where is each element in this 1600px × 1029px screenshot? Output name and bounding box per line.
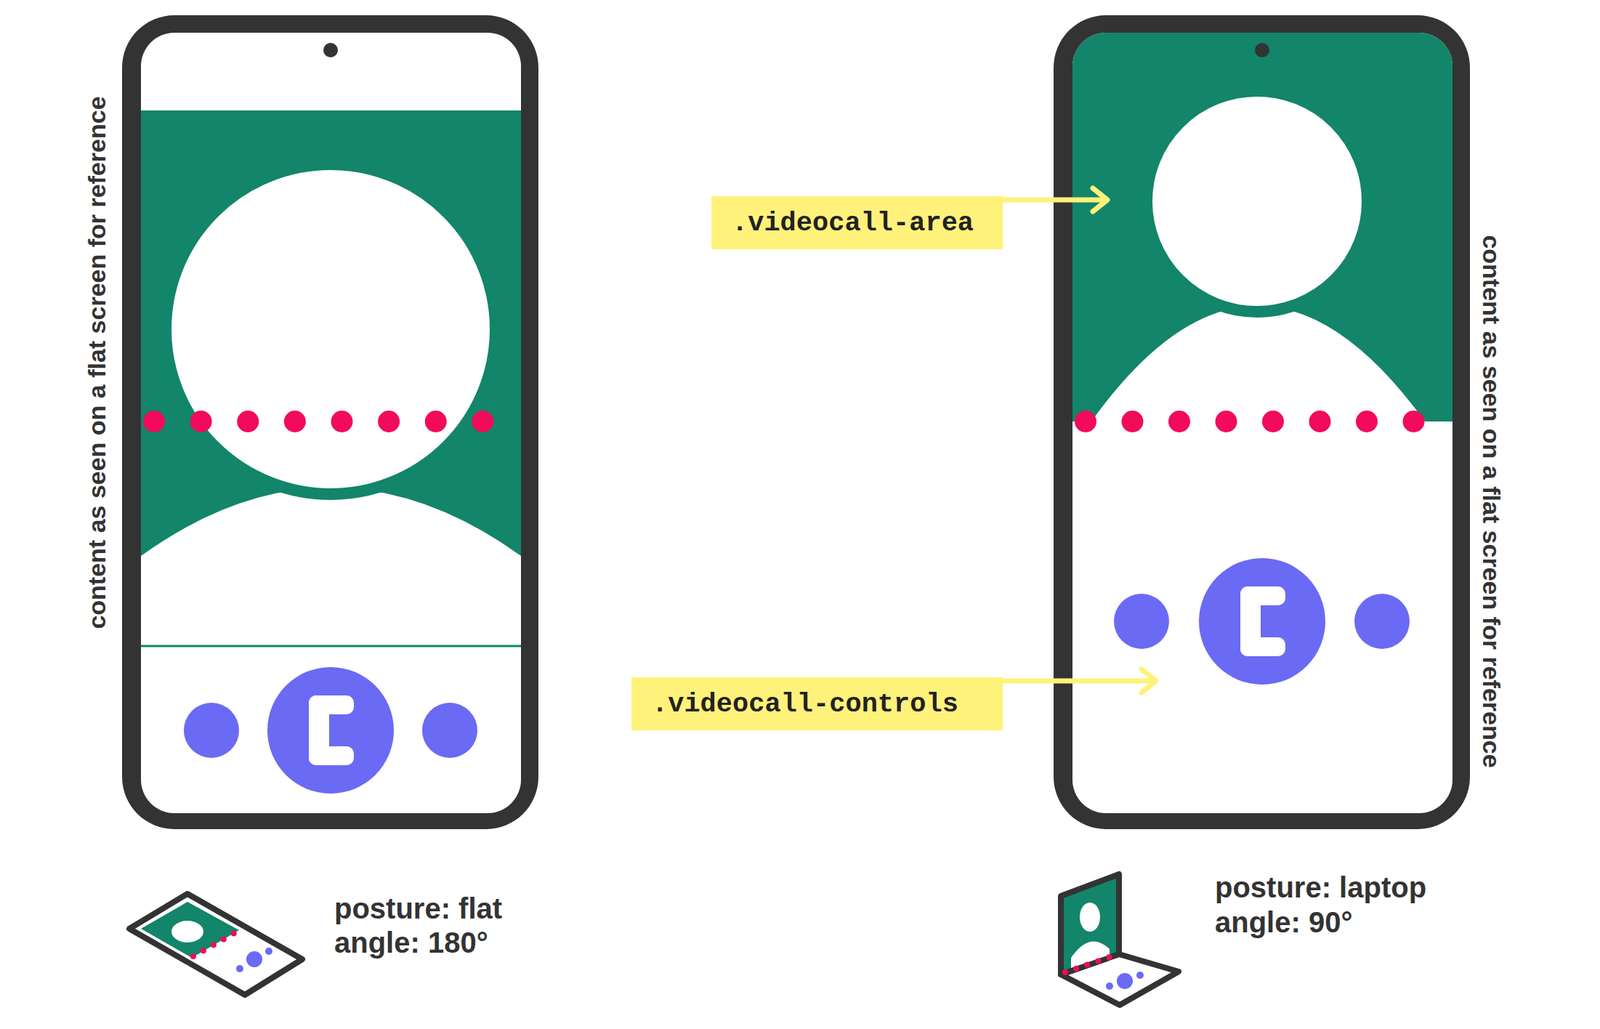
- class-label-box: .videocall-area: [711, 196, 1003, 250]
- icon-button: [236, 964, 244, 973]
- icon-call-button: [246, 951, 263, 968]
- control-button: [422, 702, 478, 758]
- control-button: [1354, 593, 1410, 649]
- flat-phone: [122, 15, 539, 830]
- phone-frame: [1053, 15, 1470, 830]
- videocall-area: [140, 110, 521, 647]
- icon-body: [1071, 940, 1110, 968]
- control-button: [1113, 593, 1170, 649]
- person-body: [140, 487, 521, 647]
- laptop-phone: [1053, 15, 1470, 830]
- icon-button: [1105, 982, 1114, 990]
- camera: [1254, 42, 1270, 58]
- css-class-name: .videocall-area: [731, 207, 974, 239]
- control-button: [183, 702, 240, 758]
- fold-line: [154, 410, 530, 433]
- icon-call-button: [1116, 972, 1133, 989]
- laptop-posture-icon: [1060, 874, 1179, 1005]
- icon-head: [171, 920, 204, 943]
- camera: [323, 42, 338, 58]
- icon-button: [1136, 971, 1144, 979]
- call-button: [267, 667, 394, 794]
- fold-line: [1085, 410, 1461, 433]
- device-outline: [129, 893, 303, 995]
- class-label-box: .videocall-controls: [631, 677, 1003, 731]
- phone-icon: [308, 695, 354, 766]
- person-body: [1091, 305, 1425, 422]
- phone-icon: [1240, 586, 1286, 657]
- posture-label: posture: flat: [334, 890, 503, 926]
- icon-button: [265, 947, 273, 955]
- icon-fold-line: [193, 930, 240, 957]
- call-button: [1198, 558, 1326, 685]
- angle-label: angle: 180°: [334, 924, 489, 960]
- arrow-head: [1141, 669, 1157, 693]
- icon-fold-line: [1065, 954, 1117, 973]
- area-border: [140, 645, 521, 648]
- reference-note: content as seen on a flat screen for ref…: [1477, 234, 1507, 768]
- icon-head: [1079, 902, 1101, 932]
- person-head: [165, 164, 496, 495]
- person-head: [1146, 90, 1368, 312]
- leader-arrow: [1001, 197, 1106, 203]
- device-panel: [1060, 874, 1119, 975]
- icon-screen-area: [140, 901, 240, 958]
- leader-arrow: [1001, 678, 1155, 684]
- phone-frame: [122, 15, 539, 830]
- flat-posture-icon: [129, 893, 303, 995]
- reference-note: content as seen on a flat screen for ref…: [82, 95, 112, 629]
- angle-label: angle: 90°: [1214, 904, 1353, 940]
- arrow-head: [1092, 188, 1108, 212]
- posture-label: posture: laptop: [1214, 869, 1427, 905]
- css-class-name: .videocall-controls: [651, 688, 959, 720]
- videocall-area: [1072, 32, 1453, 422]
